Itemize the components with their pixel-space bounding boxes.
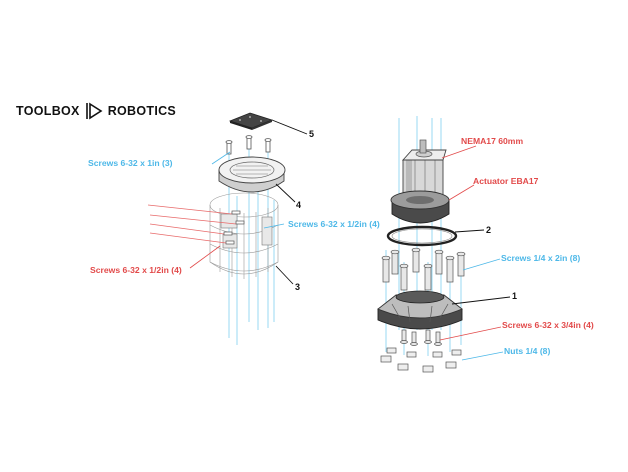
right-callout-lines	[451, 229, 511, 305]
callout-number-base: 1	[512, 291, 518, 301]
play-triangle-icon	[85, 102, 103, 120]
base-part	[377, 290, 463, 330]
brand-text-left: TOOLBOX	[16, 104, 80, 118]
left-assembly	[147, 112, 286, 345]
callout-number-cap: 4	[296, 200, 302, 210]
left-label-leaders	[189, 151, 285, 269]
label-screws-half-in-blue: Screws 6-32 x 1/2in (4)	[288, 219, 380, 229]
label-screws-quarter: Screws 1/4 x 2in (8)	[501, 253, 581, 263]
right-assembly	[377, 116, 466, 373]
label-screws-half-in-red: Screws 6-32 x 1/2in (4)	[90, 265, 182, 275]
actuator-eba17-part	[390, 190, 450, 224]
screws-quarter-2in	[381, 247, 466, 291]
cap-part	[218, 156, 286, 193]
right-label-leaders	[439, 145, 504, 361]
brand-text-right: ROBOTICS	[107, 104, 177, 118]
callout-number-body: 3	[295, 282, 301, 292]
top-plate-part	[228, 112, 274, 130]
label-nuts: Nuts 1/4 (8)	[504, 346, 551, 356]
side-screws	[223, 210, 245, 245]
label-screws-three-quarter: Screws 6-32 x 3/4in (4)	[502, 320, 594, 330]
callout-number-top-plate: 5	[309, 129, 315, 139]
screws-1in	[225, 135, 272, 155]
left-red-guide-lines	[147, 204, 237, 244]
screws-three-quarter	[400, 329, 442, 346]
label-nema17: NEMA17 60mm	[461, 136, 524, 146]
left-callout-lines	[271, 119, 308, 285]
brand-logo: TOOLBOX ROBOTICS	[16, 101, 176, 121]
label-screws-1in: Screws 6-32 x 1in (3)	[88, 158, 173, 168]
label-actuator-eba17: Actuator EBA17	[473, 176, 539, 186]
gasket-part	[386, 225, 458, 247]
callout-number-gasket: 2	[486, 225, 492, 235]
nuts-quarter	[380, 347, 462, 373]
